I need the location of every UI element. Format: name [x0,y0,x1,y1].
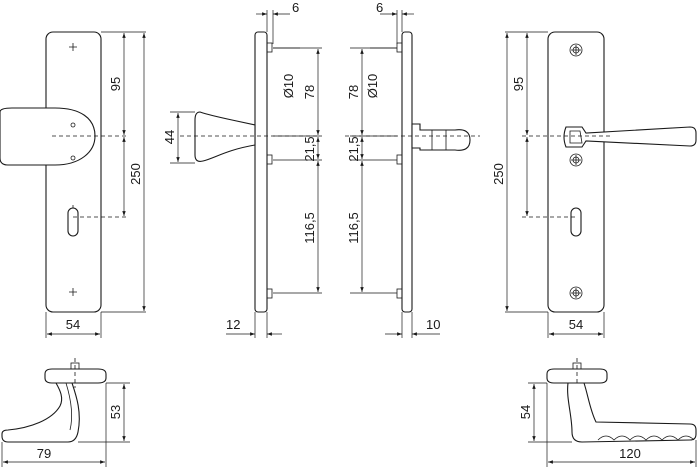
dim-116-5-label: 116,5 [302,212,317,244]
dim-95-label: 95 [108,77,123,91]
dim-54-label: 54 [66,317,80,332]
dim-6-label: 6 [292,0,299,15]
dim-10-label: 10 [426,317,440,332]
dim-dia10-label: Ø10 [281,74,296,99]
knob-top [1,382,80,443]
front-view-lever-plate: 95 250 54 [491,31,697,338]
dim-116-5-label: 116,5 [346,212,361,244]
dim-12-label: 12 [226,317,240,332]
dim-120-label: 120 [619,446,641,461]
dim-44-label: 44 [162,130,177,144]
dim-6-label: 6 [376,0,383,15]
dim-78-label: 78 [302,85,317,99]
top-view-knob: 53 79 [1,358,130,467]
screw-mark [69,43,77,296]
dim-250-label: 250 [128,163,143,185]
dim-78-label: 78 [346,85,361,99]
lever-profile [411,123,471,151]
keyhole [570,207,582,237]
dim-53-label: 53 [108,405,123,419]
dim-dia10-label: Ø10 [365,74,380,99]
side-view-knob-plate: 44 6 Ø10 78 21,5 116,5 12 [162,0,322,338]
dim-54-label: 54 [518,405,533,419]
front-view-knob-plate: 95 250 54 [0,31,146,338]
side-view-lever-plate: 6 Ø10 78 21,5 116,5 10 [345,0,480,338]
keyhole [67,207,79,237]
dim-54-label: 54 [569,317,583,332]
rose [44,368,107,384]
escutcheon-plate [547,31,605,313]
dim-250-label: 250 [491,163,506,185]
lever [563,126,697,148]
plate-side [254,31,268,313]
top-view-lever: 54 120 [518,358,697,467]
dim-95-label: 95 [511,77,526,91]
dim-21-5-label: 21,5 [346,136,361,161]
lever-top [567,382,697,443]
dim-21-5-label: 21,5 [302,136,317,161]
knob [0,107,96,166]
knob-profile [194,111,256,162]
escutcheon-plate [45,31,102,313]
plate-side [401,31,413,313]
dim-79-label: 79 [37,446,51,461]
